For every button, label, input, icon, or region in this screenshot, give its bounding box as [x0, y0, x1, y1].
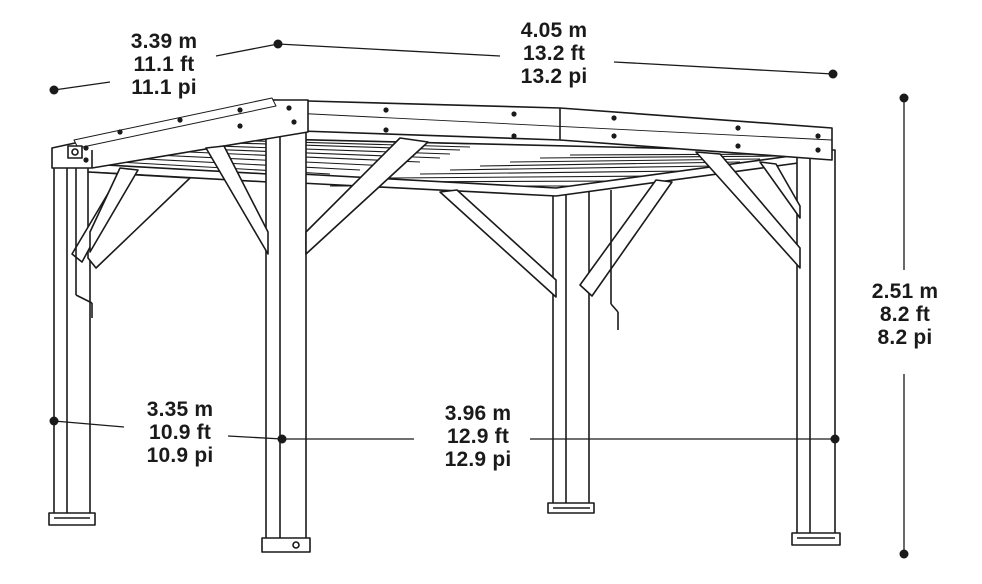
dimension-meters: 3.35 m [146, 398, 214, 421]
dimension-feet: 12.9 ft [446, 425, 510, 448]
dimension-pi: 12.9 pi [444, 448, 512, 471]
dimension-pi: 11.1 pi [131, 76, 197, 99]
dimension-meters: 3.96 m [444, 402, 512, 425]
crank-handle-left [75, 160, 93, 318]
dimension-endpoint [830, 434, 840, 444]
crank-handle-right [610, 190, 619, 330]
dimension-feet: 10.9 ft [148, 421, 212, 444]
dimension-endpoint [899, 93, 909, 103]
dimension-label-height: 2.51 m 8.2 ft 8.2 pi [860, 280, 950, 349]
post-back-right [547, 189, 595, 514]
left-beam [51, 97, 309, 169]
dimension-endpoint [49, 416, 59, 426]
dimension-label-base-width: 3.96 m 12.9 ft 12.9 pi [430, 402, 526, 471]
dimension-pi: 10.9 pi [146, 444, 214, 467]
dimension-feet: 13.2 ft [522, 42, 586, 65]
dimension-pi: 13.2 pi [520, 65, 588, 88]
bolts [83, 105, 821, 163]
post-front-right [791, 149, 841, 546]
dimension-label-top-depth: 3.39 m 11.1 ft 11.1 pi [116, 30, 212, 99]
dimension-endpoint [899, 549, 909, 559]
post-front-left [261, 127, 311, 553]
dimension-meters: 2.51 m [871, 280, 939, 303]
dimension-lines [49, 39, 909, 559]
dimension-endpoint [49, 85, 59, 95]
brace-front-left-post [205, 137, 429, 255]
post-back-left [48, 147, 96, 526]
dimension-label-top-width: 4.05 m 13.2 ft 13.2 pi [506, 19, 602, 88]
dimension-feet: 11.1 ft [133, 53, 195, 76]
dimension-label-base-depth: 3.35 m 10.9 ft 10.9 pi [132, 398, 228, 467]
dimension-meters: 3.39 m [130, 30, 198, 53]
dimension-pi: 8.2 pi [877, 326, 933, 349]
dimension-feet: 8.2 ft [879, 303, 931, 326]
dimension-endpoint [828, 69, 838, 79]
brace-back-left-post [89, 167, 139, 253]
brace-back-right [439, 179, 673, 298]
crank-bracket [67, 145, 83, 159]
dimension-meters: 4.05 m [520, 19, 588, 42]
brace-front-right-post [695, 151, 801, 269]
